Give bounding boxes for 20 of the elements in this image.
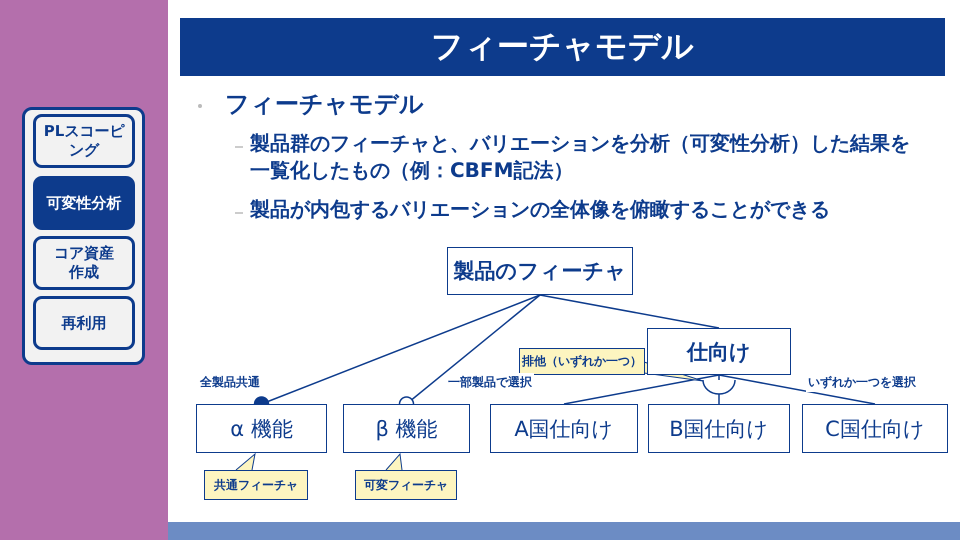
bullet-text: 製品群のフィーチャと、バリエーションを分析（可変性分析）した結果を一覧化したもの（例：CBFM記法） xyxy=(250,130,911,184)
connector-line xyxy=(564,374,720,405)
feature-box: α 機能 xyxy=(196,404,327,453)
edge-label: いずれか一つを選択 xyxy=(806,373,918,392)
step-panel xyxy=(22,107,145,365)
connector-line xyxy=(540,294,720,329)
current-step-box: 可変性分析 xyxy=(33,176,135,230)
step-box: コア資産作成 xyxy=(33,236,135,290)
bullet-text: フィーチャモデル xyxy=(225,89,425,120)
step-box: PLスコーピング xyxy=(33,114,135,168)
connector-line xyxy=(718,374,876,405)
feature-box: 仕向け xyxy=(647,328,791,375)
feature-box: A国仕向け xyxy=(490,404,638,453)
bullet-text: 製品が内包するバリエーションの全体像を俯瞰することができる xyxy=(250,196,831,223)
step-box: 再利用 xyxy=(33,296,135,350)
title-banner: フィーチャモデル xyxy=(180,18,945,76)
feature-box: 製品のフィーチャ xyxy=(447,247,633,295)
feature-box: B国仕向け xyxy=(648,404,790,453)
feature-box: β 機能 xyxy=(343,404,470,453)
feature-box: C国仕向け xyxy=(802,404,948,453)
